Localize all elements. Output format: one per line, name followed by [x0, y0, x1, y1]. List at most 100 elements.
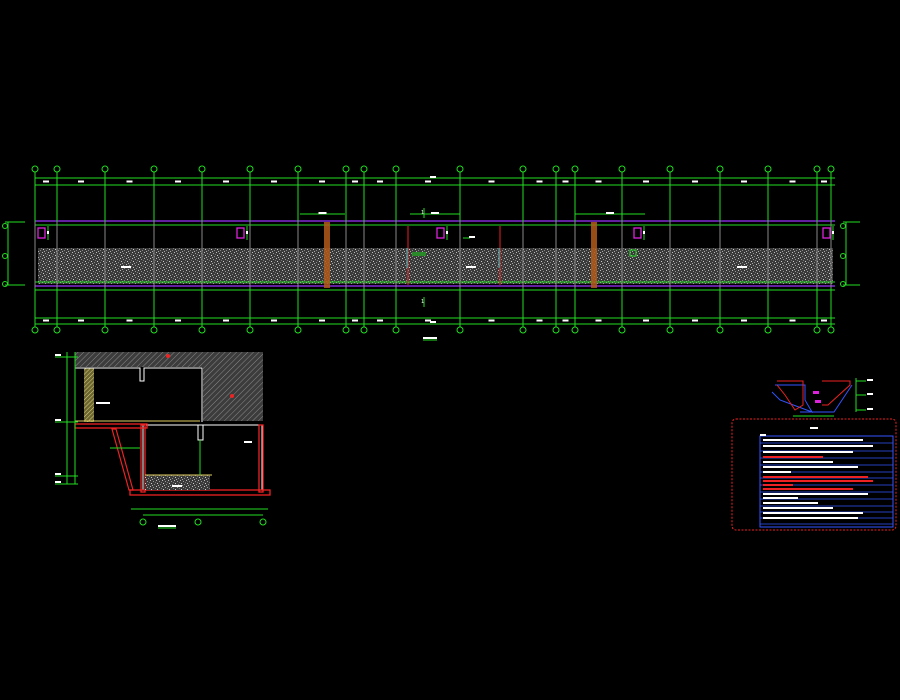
dimension-text: [488, 319, 495, 322]
dimension-text: [319, 319, 325, 322]
detail-outline: [822, 380, 851, 406]
dimension-text: [562, 319, 569, 322]
equipment-pit: [633, 227, 642, 239]
axis-bubble: [840, 223, 846, 229]
notes-heading: [760, 434, 766, 436]
dimension-text: [488, 180, 495, 183]
section-mark-bottom: 1: [421, 299, 424, 305]
axis-bubble: [840, 281, 846, 287]
dimension-text: [47, 231, 49, 234]
dimension-text: [867, 393, 873, 395]
room-outline: [197, 425, 204, 441]
axis-bubble: [342, 165, 350, 173]
detail-outline: [800, 384, 853, 413]
annotation: [469, 236, 475, 238]
dimension-text: [175, 319, 181, 322]
dimension-text: [643, 231, 645, 234]
dimension-text: [430, 176, 436, 178]
dimension-text: [692, 319, 698, 322]
note-text-line: [763, 480, 873, 482]
axis-bubble: [101, 165, 109, 173]
dimension-text: [425, 180, 431, 183]
soil-hatch: [203, 367, 263, 421]
axis-bubble: [716, 326, 724, 334]
wall-section: [74, 423, 148, 429]
marker: [230, 394, 234, 398]
dimension-text: [789, 319, 796, 322]
soil-hatch: [75, 352, 263, 367]
detail-mark: [815, 400, 821, 403]
axis-bubble: [259, 518, 267, 526]
dimension-text: [867, 408, 873, 410]
detail-title: [810, 427, 818, 429]
elevation-text: [55, 419, 61, 421]
axis-bubble: [716, 165, 724, 173]
dimension-text: [377, 180, 383, 183]
dimension-text: [643, 180, 649, 183]
dimension-text: [246, 231, 248, 234]
axis-bubble: [53, 326, 61, 334]
fill-band: [38, 248, 833, 284]
axis-bubble: [101, 326, 109, 334]
axis-bubble: [813, 326, 821, 334]
note-text-line: [763, 497, 798, 499]
dimension-text: [536, 319, 543, 322]
note-text-line: [763, 512, 863, 514]
axis-bubble: [150, 326, 158, 334]
dimension-text: [821, 180, 827, 183]
axis-bubble: [571, 326, 579, 334]
section-mark-top: 1: [421, 210, 424, 216]
axis-bubble: [194, 518, 202, 526]
dimension-text: [431, 212, 439, 214]
detail-mark: [813, 391, 819, 394]
dimension-text: [741, 319, 747, 322]
dimension-text: [692, 180, 698, 183]
dimension-text: [352, 180, 358, 183]
section-title: [158, 525, 176, 527]
note-text-line: [763, 456, 823, 458]
structural-column: [324, 222, 330, 288]
axis-bubble: [571, 165, 579, 173]
detail-outline: [776, 380, 804, 411]
fill-band: [145, 475, 210, 490]
equipment-pit: [822, 227, 831, 239]
annotation: [412, 252, 426, 256]
dimension-text: [425, 319, 431, 322]
dimension-text: [271, 180, 277, 183]
axis-bubble: [392, 165, 400, 173]
axis-bubble: [294, 165, 302, 173]
dimension-text: [536, 180, 543, 183]
axis-bubble: [519, 326, 527, 334]
axis-bubble: [31, 165, 39, 173]
notes-frame: [731, 418, 897, 531]
axis-bubble: [246, 326, 254, 334]
dimension-text: [43, 180, 49, 183]
band-label: [737, 266, 747, 268]
detail-outline: [771, 384, 814, 413]
note-text-line: [763, 502, 818, 504]
wall-section: [140, 424, 146, 493]
note-text-line: [763, 488, 853, 490]
dimension-text: [446, 231, 448, 234]
axis-bubble: [360, 165, 368, 173]
dimension-text: [867, 379, 873, 381]
axis-bubble: [246, 165, 254, 173]
notes-panel: [731, 378, 897, 531]
dimension-text: [43, 319, 49, 322]
note-text-line: [763, 451, 853, 453]
axis-bubble: [139, 518, 147, 526]
note-text-line: [763, 445, 873, 447]
equipment-pit: [436, 227, 445, 239]
note-text-line: [763, 507, 833, 509]
dimension-text: [78, 319, 84, 322]
elevation-text: [55, 481, 61, 483]
axis-bubble: [552, 165, 560, 173]
structural-column: [591, 222, 597, 288]
note-text-line: [763, 471, 791, 473]
base-slab: [129, 489, 271, 496]
axis-bubble: [456, 165, 464, 173]
plan-title: [423, 337, 437, 339]
dimension-text: [223, 180, 229, 183]
sloped-wall: [111, 428, 134, 491]
